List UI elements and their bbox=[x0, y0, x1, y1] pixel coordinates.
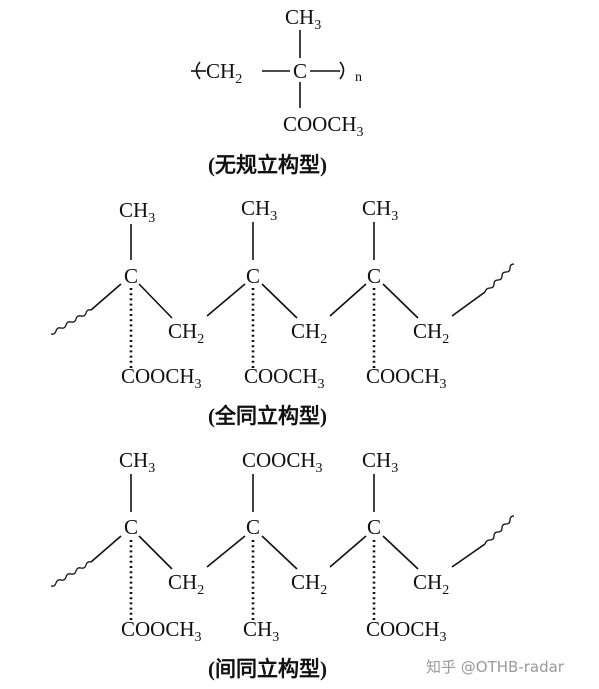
syndiotactic-top-2: COOCH3 bbox=[242, 448, 323, 476]
syndiotactic-c-2: C bbox=[246, 515, 260, 539]
isotactic-ester-1: COOCH3 bbox=[121, 364, 202, 392]
isotactic-ester-3: COOCH3 bbox=[366, 364, 447, 392]
atactic-repeat-n: n bbox=[355, 70, 362, 85]
isotactic-ch3-2: CH3 bbox=[241, 196, 277, 224]
isotactic-ch2-1: CH2 bbox=[168, 319, 204, 347]
atactic-structure: CH3 CH2 C n COOCH3 (无规立构型) bbox=[191, 5, 364, 177]
isotactic-wavy-left bbox=[50, 309, 92, 335]
isotactic-bond-a bbox=[90, 283, 122, 311]
syndiotactic-bond-g bbox=[451, 543, 486, 568]
syndiotactic-top-3: CH3 bbox=[362, 448, 398, 476]
isotactic-caption: (全同立构型) bbox=[208, 404, 327, 428]
isotactic-bond-c bbox=[206, 283, 246, 317]
isotactic-ch3-1: CH3 bbox=[119, 198, 155, 226]
atactic-c: C bbox=[293, 59, 307, 83]
atactic-ch3: CH3 bbox=[285, 5, 321, 33]
isotactic-bond-e bbox=[329, 283, 367, 317]
syndiotactic-ch2-3: CH2 bbox=[413, 570, 449, 598]
isotactic-bond-g bbox=[451, 291, 486, 317]
watermark: 知乎 @OTHB-radar bbox=[426, 658, 565, 676]
syndiotactic-wavy-left bbox=[50, 561, 92, 587]
atactic-caption: (无规立构型) bbox=[208, 153, 327, 177]
syndiotactic-bond-a bbox=[90, 535, 122, 563]
syndiotactic-bond-b bbox=[138, 535, 173, 570]
syndiotactic-caption: (间同立构型) bbox=[208, 657, 327, 681]
syndiotactic-c-3: C bbox=[367, 515, 381, 539]
syndiotactic-bottom-3: COOCH3 bbox=[366, 617, 447, 645]
isotactic-bond-b bbox=[138, 283, 173, 319]
atactic-ester: COOCH3 bbox=[283, 112, 364, 140]
isotactic-bond-d bbox=[261, 283, 298, 319]
syndiotactic-wavy-right bbox=[484, 515, 515, 545]
isotactic-structure: CH3 CH3 CH3 C C C CH2 CH2 CH2 COOCH3 COO… bbox=[50, 196, 515, 428]
syndiotactic-bottom-2: CH3 bbox=[243, 617, 279, 645]
isotactic-ch3-3: CH3 bbox=[362, 196, 398, 224]
isotactic-wavy-right bbox=[484, 263, 515, 293]
isotactic-ch2-2: CH2 bbox=[291, 319, 327, 347]
syndiotactic-bond-e bbox=[329, 535, 367, 568]
isotactic-c-2: C bbox=[246, 264, 260, 288]
syndiotactic-c-1: C bbox=[124, 515, 138, 539]
atactic-ch2: CH2 bbox=[206, 59, 242, 87]
syndiotactic-bond-f bbox=[382, 535, 419, 570]
isotactic-ch2-3: CH2 bbox=[413, 319, 449, 347]
syndiotactic-top-1: CH3 bbox=[119, 448, 155, 476]
syndiotactic-bond-c bbox=[206, 535, 246, 568]
isotactic-c-1: C bbox=[124, 264, 138, 288]
isotactic-ester-2: COOCH3 bbox=[244, 364, 325, 392]
isotactic-c-3: C bbox=[367, 264, 381, 288]
isotactic-bond-f bbox=[382, 283, 419, 319]
syndiotactic-bottom-1: COOCH3 bbox=[121, 617, 202, 645]
syndiotactic-bond-d bbox=[261, 535, 298, 570]
syndiotactic-ch2-2: CH2 bbox=[291, 570, 327, 598]
syndiotactic-ch2-1: CH2 bbox=[168, 570, 204, 598]
atactic-right-paren bbox=[339, 61, 345, 80]
syndiotactic-structure: CH3 COOCH3 CH3 C C C CH2 CH2 CH2 COOCH3 … bbox=[50, 448, 515, 681]
